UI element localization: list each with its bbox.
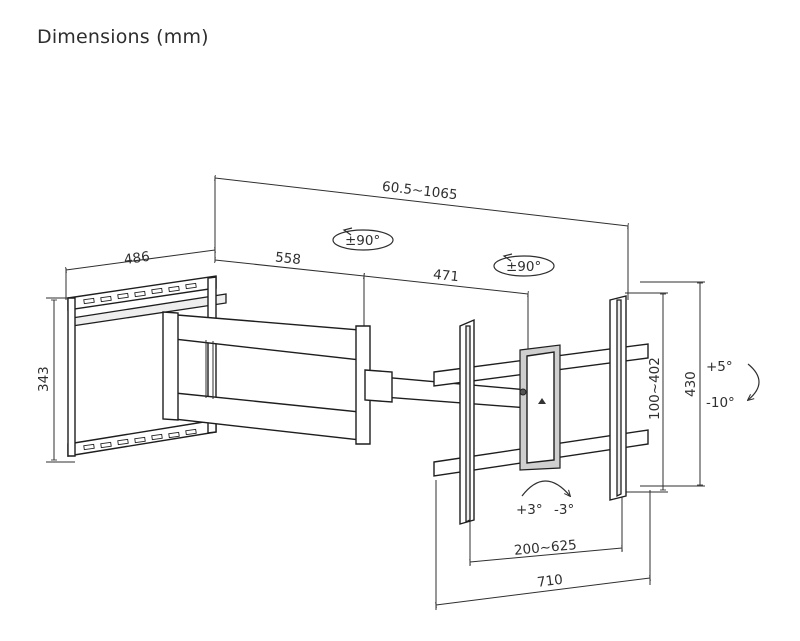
wall-plate-height-label: 343 xyxy=(36,366,52,392)
rotation-indicators xyxy=(332,227,760,496)
vesa-horizontal-label: 200~625 xyxy=(513,537,577,559)
page-title: Dimensions (mm) xyxy=(37,26,209,48)
tv-bracket-height-label: 430 xyxy=(683,371,699,397)
tilt-down-label: -10° xyxy=(706,395,735,411)
tilt-up-label: +5° xyxy=(706,359,733,375)
articulating-arms xyxy=(162,311,529,445)
level-minus-label: -3° xyxy=(554,502,574,518)
wall-plate-slots xyxy=(83,282,197,451)
head-swivel-label: ±90° xyxy=(506,259,541,275)
vesa-vertical-label: 100~402 xyxy=(647,357,663,420)
arm-swivel-label: ±90° xyxy=(345,233,380,249)
first-arm-length-label: 558 xyxy=(274,249,301,268)
wall-plate-width-label: 486 xyxy=(123,249,151,268)
level-plus-label: +3° xyxy=(516,502,543,518)
tv-bracket xyxy=(433,295,649,525)
tv-bracket-width-label: 710 xyxy=(536,572,564,591)
dimension-lines xyxy=(46,174,705,610)
extension-label: 60.5~1065 xyxy=(381,179,458,204)
second-arm-length-label: 471 xyxy=(432,267,459,286)
rotation-labels: ±90° ±90° +5° -10° +3° -3° xyxy=(345,233,735,518)
wall-plate xyxy=(67,275,227,457)
